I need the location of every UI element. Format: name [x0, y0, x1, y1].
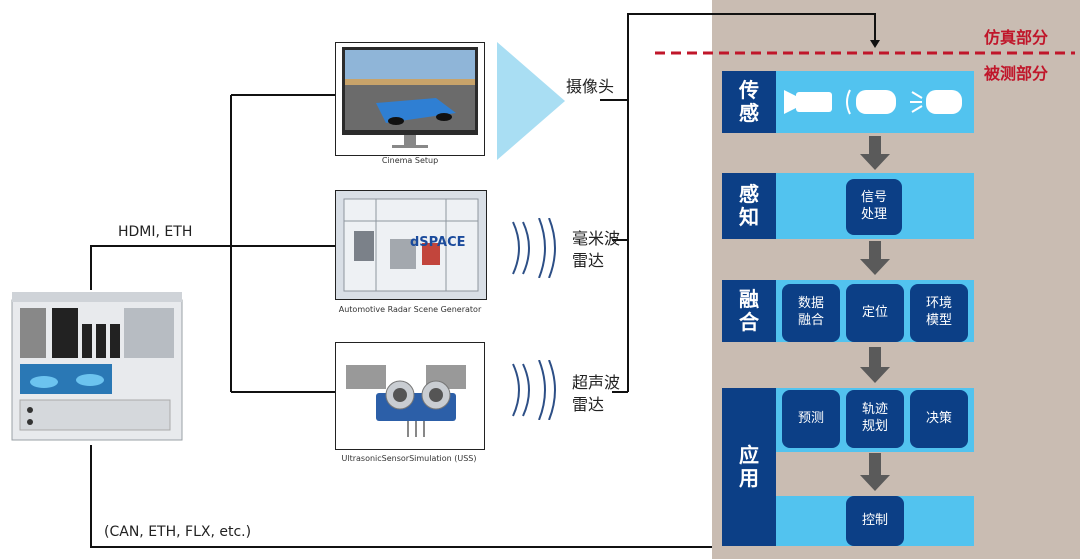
node-signal-processing: 信号处理 [846, 179, 902, 235]
node-decision: 决策 [910, 390, 968, 448]
uss-caption: UltrasonicSensorSimulation (USS) [341, 454, 477, 463]
fusion-title-l2: 合 [739, 310, 759, 334]
cone-projection-icon [497, 42, 565, 160]
node-text: 处理 [860, 207, 887, 222]
node-data-fusion: 数据融合 [782, 284, 840, 342]
section-title-sensing: 传感 [722, 71, 776, 133]
node-text: 轨迹 [861, 402, 888, 418]
wire-bus-bottom [90, 445, 712, 548]
node-text: 预测 [797, 410, 824, 426]
node-control: 控制 [846, 496, 904, 546]
wire-top [627, 13, 876, 100]
node-localization: 定位 [846, 284, 904, 342]
label-hdmi-eth: HDMI, ETH [118, 224, 193, 240]
zone-label-simulation: 仿真部分 [984, 28, 1049, 47]
wire-to-hil [90, 245, 231, 290]
lidar-sensor-icon [910, 90, 962, 114]
node-text: 融合 [797, 313, 824, 328]
uss-panel [335, 342, 485, 450]
radar-caption: Automotive Radar Scene Generator [338, 305, 482, 314]
node-text: 信号 [860, 190, 887, 206]
sensing-title-l2: 感 [739, 101, 759, 125]
node-text: 模型 [925, 313, 952, 328]
node-text: 环境 [925, 296, 952, 312]
label-radar-line2: 雷达 [572, 250, 605, 270]
ultrasonic-waves-icon [512, 360, 556, 420]
dspace-logo: dSPACE [410, 235, 466, 250]
label-bus: (CAN, ETH, FLX, etc.) [104, 524, 252, 540]
flow-arrow-3 [860, 347, 890, 383]
label-radar: 毫米波 雷达 [572, 228, 620, 271]
sensing-title-l1: 传 [739, 78, 759, 102]
perception-title-l2: 知 [739, 205, 759, 229]
application-title-l1: 应 [739, 443, 759, 467]
node-text: 决策 [925, 410, 952, 426]
radar-generator-image [343, 198, 479, 292]
node-text: 定位 [861, 304, 888, 320]
application-title-l2: 用 [739, 466, 759, 490]
ultrasonic-sensor-icon [346, 365, 466, 437]
label-uss-line2: 雷达 [572, 394, 605, 414]
node-text: 控制 [861, 512, 888, 528]
label-radar-line1: 毫米波 [572, 229, 621, 248]
section-title-perception: 感知 [722, 173, 776, 239]
wire-top-arrowhead [870, 40, 880, 48]
section-title-application: 应用 [722, 388, 776, 546]
radar-sensor-icon [846, 89, 896, 115]
label-uss-line1: 超声波 [572, 373, 621, 392]
monitor-icon [342, 47, 478, 148]
node-environment-model: 环境模型 [910, 284, 968, 342]
section-title-fusion: 融合 [722, 280, 776, 342]
flow-arrow-2 [860, 241, 890, 275]
radar-waves-icon [512, 218, 556, 278]
flow-arrow-4 [860, 453, 890, 491]
flow-arrow-1 [860, 136, 890, 170]
node-prediction: 预测 [782, 390, 840, 448]
node-text: 规划 [861, 419, 888, 434]
cinema-setup-panel [335, 42, 485, 156]
zone-label-under-test: 被测部分 [984, 64, 1049, 83]
cinema-caption: Cinema Setup [381, 156, 439, 165]
camera-icon [784, 90, 832, 114]
fusion-title-l1: 融 [739, 287, 759, 311]
node-trajectory-planning: 轨迹规划 [846, 390, 904, 448]
node-text: 数据 [797, 296, 824, 312]
label-uss: 超声波 雷达 [572, 372, 620, 415]
sensor-icons-row [784, 89, 962, 115]
hil-simulator-rack-image [11, 292, 183, 441]
perception-title-l1: 感 [739, 182, 759, 206]
label-camera: 摄像头 [566, 77, 615, 96]
radar-generator-panel: dSPACE [335, 190, 487, 300]
